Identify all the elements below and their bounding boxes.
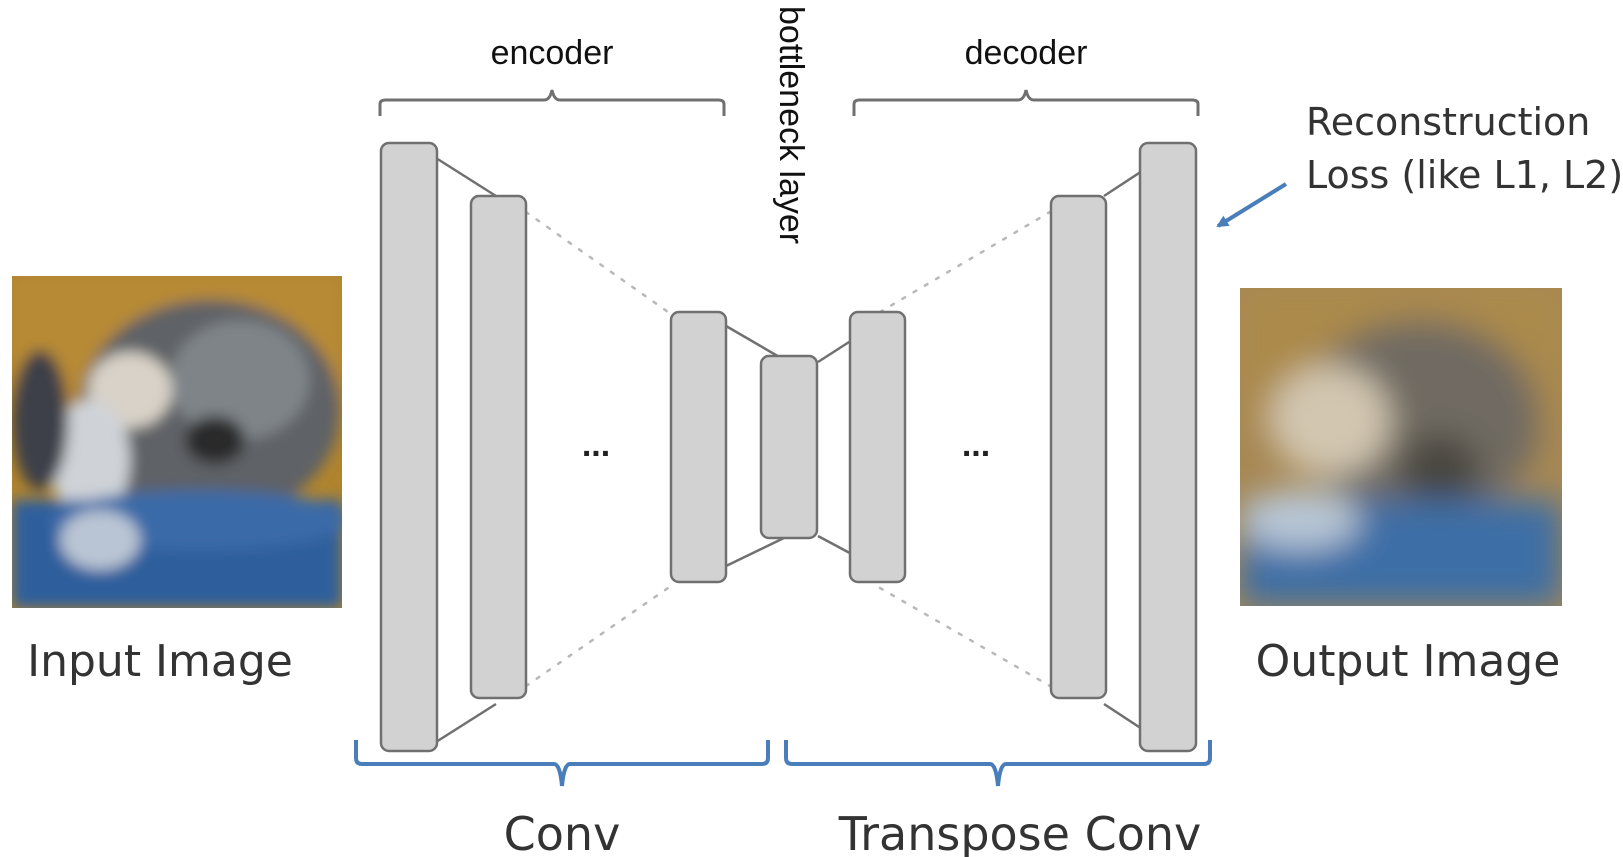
transpose-conv-label: Transpose Conv	[838, 807, 1201, 857]
conv-label: Conv	[504, 807, 621, 857]
encoder-ellipsis: ...	[582, 426, 610, 464]
loss-label-line1: Reconstruction	[1306, 100, 1590, 144]
bottleneck-layer	[759, 354, 819, 540]
transpose-conv-bracket	[784, 740, 1212, 787]
decoder-layer-2	[1049, 194, 1108, 700]
loss-arrow	[1216, 182, 1288, 228]
conv-bracket	[354, 740, 770, 787]
dotted-connector-lines	[524, 210, 1052, 688]
input-image-caption: Input Image	[27, 636, 293, 687]
decoder-layer-3	[1138, 141, 1198, 753]
encoder-layer-1	[379, 141, 439, 753]
output-image-caption: Output Image	[1256, 636, 1561, 687]
bottleneck-label: bottleneck layer	[772, 6, 810, 244]
encoder-layer-2	[469, 194, 528, 700]
layers	[379, 141, 1198, 753]
decoder-layer-1	[848, 310, 907, 584]
input-image	[12, 276, 342, 608]
encoder-bracket	[378, 89, 726, 116]
encoder-label: encoder	[491, 34, 614, 72]
decoder-bracket	[852, 89, 1200, 116]
decoder-label: decoder	[965, 34, 1088, 72]
output-image	[1240, 288, 1562, 606]
encoder-layer-3	[669, 310, 728, 584]
loss-label-line2: Loss (like L1, L2)	[1306, 153, 1623, 197]
connector-lines	[435, 156, 1163, 744]
decoder-ellipsis: ...	[962, 426, 990, 464]
